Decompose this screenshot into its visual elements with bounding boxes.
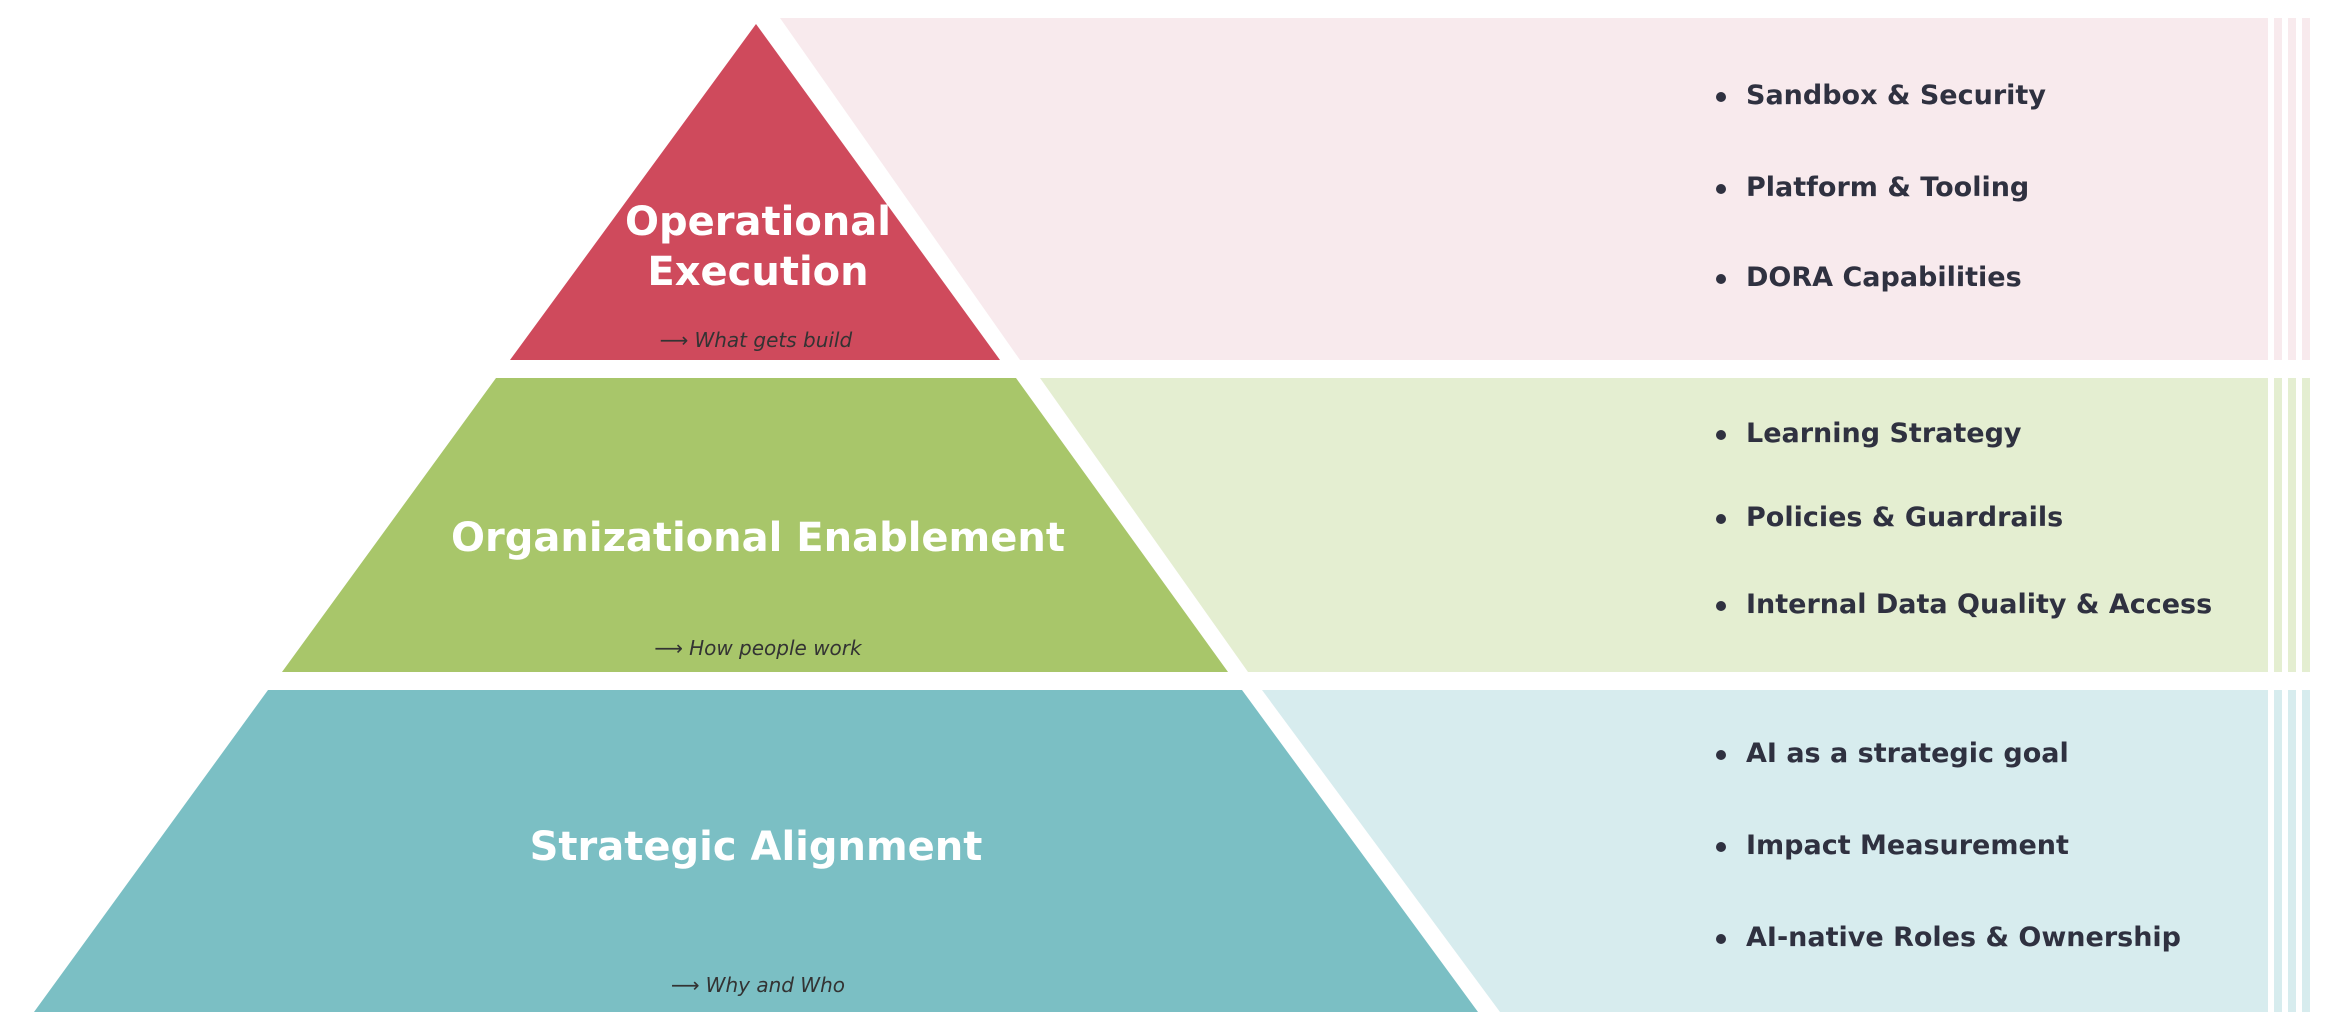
arrow-icon: ⟶ [654,636,684,660]
tier-top-band-stripe [2288,18,2296,360]
tier-mid-band-stripe [2288,378,2296,672]
tier-bot-title: Strategic Alignment [530,822,983,872]
tier-top-band-stripe [2274,18,2282,360]
tier-bot-subtitle-text: Why and Who [705,973,845,997]
bullet-icon [1716,92,1726,102]
tier-bot-band-stripe [2288,690,2296,1012]
bullet-icon [1716,750,1726,760]
bullet-icon [1716,514,1726,524]
bullet-icon [1716,274,1726,284]
tier-mid-subtitle: ⟶How people work [654,636,861,660]
bullet-icon [1716,184,1726,194]
list-item-label: Learning Strategy [1746,418,2022,449]
list-item-label: DORA Capabilities [1746,262,2022,293]
tier-bot-title-line1: Strategic Alignment [529,824,983,870]
tier-top-band-stripe [2302,18,2310,360]
arrow-icon: ⟶ [659,328,689,352]
tier-bot-band-stripe [2274,690,2282,1012]
list-item-label: Impact Measurement [1746,830,2069,861]
tier-top-shape [510,24,1000,360]
tier-mid-band-stripe [2302,378,2310,672]
bullet-icon [1716,934,1726,944]
tier-bot-band [1262,690,2268,1012]
tier-bot-subtitle: ⟶Why and Who [671,973,845,997]
arrow-icon: ⟶ [671,973,700,997]
tier-top-title-line1: Operational [625,199,891,245]
bullet-icon [1716,601,1726,611]
tier-top-subtitle: ⟶What gets build [660,328,852,352]
list-item-label: Policies & Guardrails [1746,502,2064,533]
list-item-label: Platform & Tooling [1746,172,2030,203]
tier-bot-shape [34,690,1478,1012]
tier-mid-subtitle-text: How people work [689,636,862,660]
tier-top-subtitle-text: What gets build [694,328,853,352]
tier-top-band [780,18,2268,360]
bullet-icon [1716,842,1726,852]
tier-mid-title-line1: Organizational Enablement [451,515,1065,561]
tier-top-title-line2: Execution [647,249,869,295]
list-item-label: AI-native Roles & Ownership [1746,922,2182,953]
list-item-label: Internal Data Quality & Access [1746,589,2213,620]
list-item-label: AI as a strategic goal [1746,738,2069,769]
tier-mid-band [1040,378,2268,672]
tier-mid-band-stripe [2274,378,2282,672]
tier-top-title: Operational Execution [625,197,891,297]
bullet-icon [1716,430,1726,440]
tier-bot-band-stripe [2302,690,2310,1012]
tier-mid-title: Organizational Enablement [451,513,1065,563]
tier-mid-shape [282,378,1228,672]
list-item-label: Sandbox & Security [1746,80,2046,111]
